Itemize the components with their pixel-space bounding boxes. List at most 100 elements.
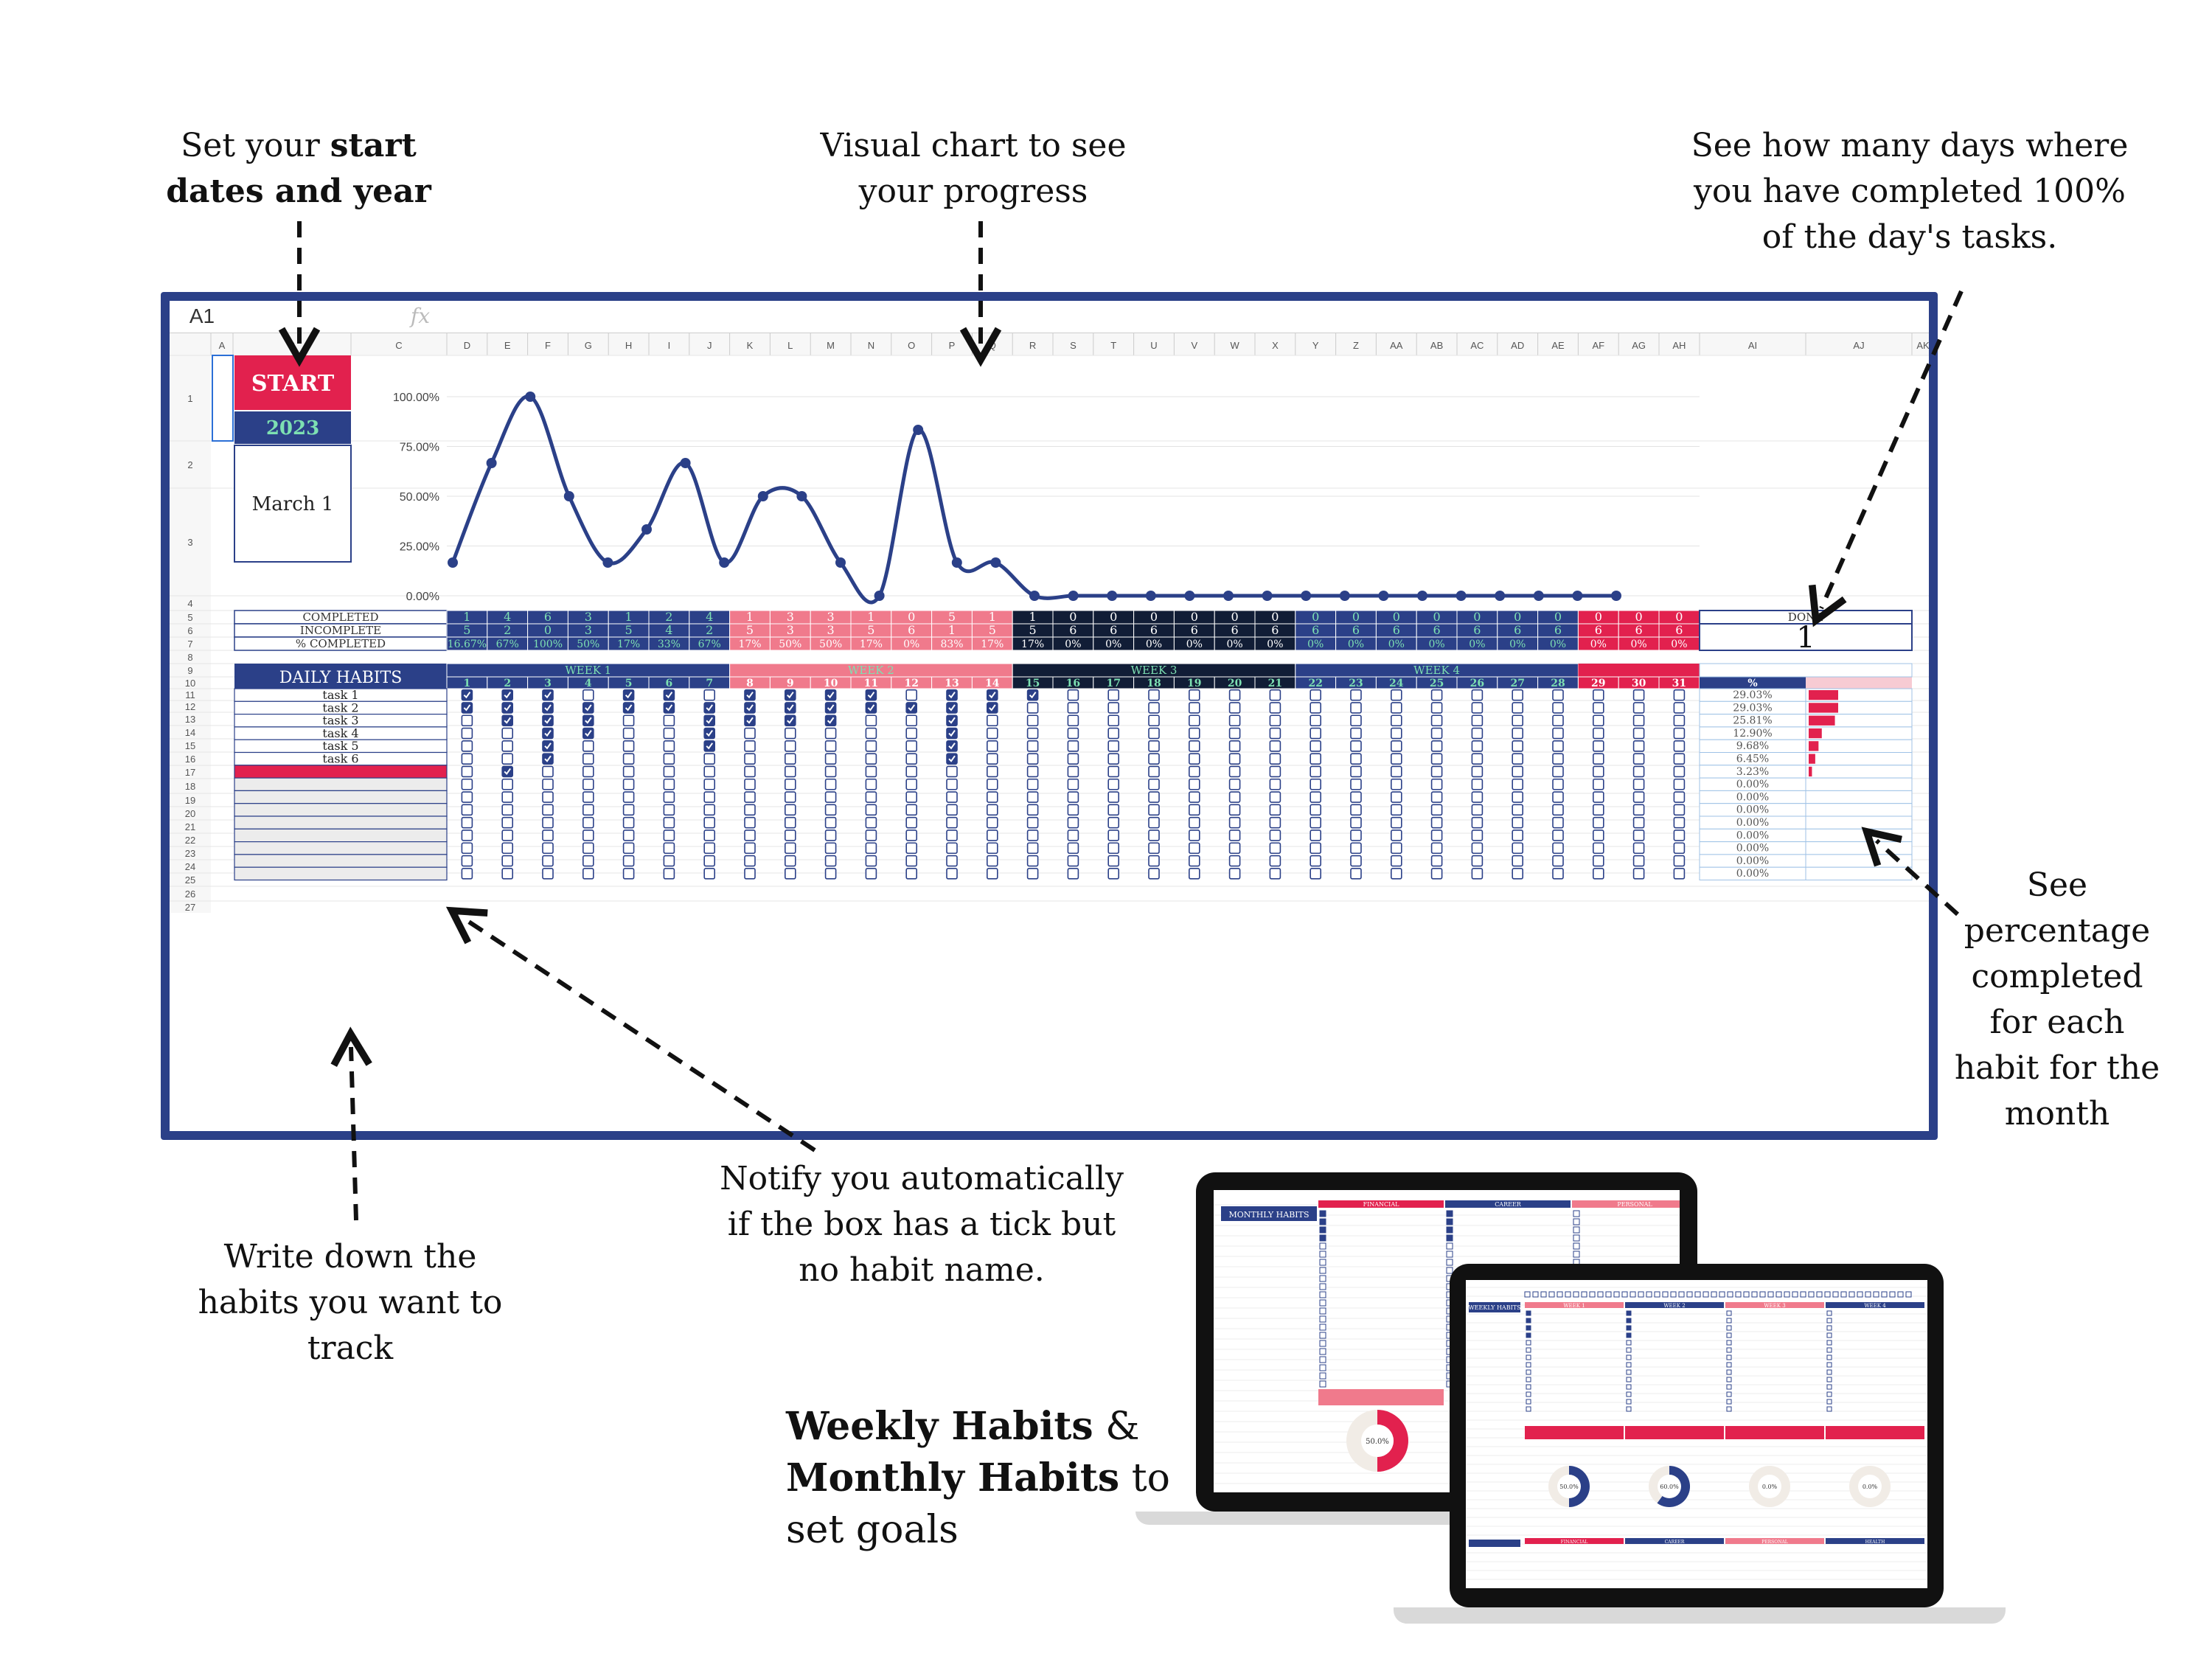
habit-checkbox[interactable] (1593, 753, 1604, 765)
habit-checkbox[interactable] (1350, 740, 1362, 752)
habit-checkbox[interactable] (1107, 753, 1119, 765)
habit-checkbox[interactable] (1228, 765, 1241, 778)
habit-checkbox[interactable] (1107, 855, 1119, 867)
habit-checkbox[interactable] (1310, 816, 1321, 829)
habit-checkbox[interactable] (461, 816, 473, 829)
habit-checkbox[interactable] (1632, 830, 1645, 841)
habit-name-cell[interactable] (234, 828, 448, 843)
habit-checkbox[interactable] (622, 727, 635, 740)
habit-checkbox[interactable] (905, 804, 918, 816)
habit-checkbox[interactable] (1673, 740, 1686, 752)
habit-checkbox[interactable] (1471, 868, 1484, 880)
habit-checkbox[interactable] (1593, 702, 1604, 714)
habit-checkbox[interactable] (1673, 727, 1686, 740)
habit-checkbox[interactable] (542, 855, 554, 867)
habit-checkbox[interactable] (1107, 714, 1119, 727)
habit-checkbox[interactable] (663, 804, 675, 816)
habit-checkbox[interactable] (1593, 842, 1604, 855)
habit-checkbox[interactable] (501, 778, 514, 790)
habit-checkbox[interactable] (865, 778, 877, 790)
habit-checkbox[interactable] (1512, 830, 1523, 841)
habit-checkbox[interactable] (1391, 816, 1402, 829)
habit-checkbox[interactable] (1067, 714, 1079, 727)
habit-checkbox[interactable] (824, 855, 837, 867)
habit-checkbox[interactable] (622, 804, 635, 816)
habit-checkbox[interactable] (1552, 740, 1564, 752)
habit-checkbox[interactable] (1512, 689, 1523, 701)
habit-checkbox[interactable] (1471, 842, 1484, 855)
habit-checkbox[interactable] (1269, 740, 1281, 752)
habit-checkbox[interactable] (865, 816, 877, 829)
habit-checkbox[interactable] (1148, 842, 1160, 855)
habit-checkbox[interactable] (461, 765, 473, 778)
habit-checkbox[interactable] (987, 791, 998, 803)
habit-checkbox[interactable] (987, 868, 998, 880)
habit-checkbox[interactable] (1552, 816, 1564, 829)
habit-checkbox[interactable] (905, 778, 918, 790)
habit-checkbox[interactable] (1189, 714, 1200, 727)
habit-checkbox[interactable] (1067, 765, 1079, 778)
habit-checkbox[interactable] (784, 816, 796, 829)
habit-checkbox[interactable] (1471, 855, 1484, 867)
habit-checkbox[interactable] (1391, 753, 1402, 765)
habit-checkbox[interactable] (501, 855, 514, 867)
habit-checkbox[interactable] (703, 753, 716, 765)
habit-checkbox[interactable] (824, 791, 837, 803)
habit-checkbox[interactable] (1350, 855, 1362, 867)
habit-checkbox[interactable] (1189, 765, 1200, 778)
habit-checkbox[interactable] (622, 765, 635, 778)
habit-checkbox[interactable] (1552, 804, 1564, 816)
habit-checkbox[interactable] (946, 791, 958, 803)
habit-checkbox[interactable] (1391, 855, 1402, 867)
habit-checkbox[interactable] (1189, 778, 1200, 790)
habit-checkbox[interactable] (461, 868, 473, 880)
habit-checkbox[interactable] (1512, 842, 1523, 855)
habit-checkbox[interactable] (1026, 855, 1039, 867)
habit-checkbox[interactable] (1228, 727, 1241, 740)
habit-checkbox[interactable] (663, 740, 675, 752)
habit-checkbox[interactable] (1310, 842, 1321, 855)
habit-checkbox[interactable] (1148, 727, 1160, 740)
habit-checkbox[interactable] (1430, 855, 1443, 867)
habit-checkbox[interactable] (461, 855, 473, 867)
habit-checkbox[interactable] (1067, 702, 1079, 714)
habit-checkbox[interactable] (1673, 804, 1686, 816)
habit-checkbox[interactable] (582, 855, 594, 867)
habit-checkbox[interactable] (461, 778, 473, 790)
habit-checkbox[interactable] (744, 816, 756, 829)
habit-checkbox[interactable] (824, 765, 837, 778)
habit-checkbox[interactable] (865, 855, 877, 867)
habit-checkbox[interactable] (1148, 816, 1160, 829)
habit-checkbox[interactable] (1430, 804, 1443, 816)
habit-checkbox[interactable] (663, 714, 675, 727)
habit-checkbox[interactable] (905, 868, 918, 880)
habit-checkbox[interactable] (1228, 702, 1241, 714)
habit-checkbox[interactable] (865, 765, 877, 778)
habit-checkbox[interactable] (905, 842, 918, 855)
habit-checkbox[interactable] (501, 753, 514, 765)
habit-checkbox[interactable] (784, 778, 796, 790)
habit-checkbox[interactable] (1107, 727, 1119, 740)
habit-checkbox[interactable] (744, 765, 756, 778)
habit-checkbox[interactable] (1632, 740, 1645, 752)
habit-checkbox[interactable] (1148, 778, 1160, 790)
habit-checkbox[interactable] (946, 868, 958, 880)
habit-checkbox[interactable] (1228, 791, 1241, 803)
habit-checkbox[interactable] (1067, 804, 1079, 816)
habit-checkbox[interactable] (744, 778, 756, 790)
habit-checkbox[interactable] (1228, 689, 1241, 701)
habit-checkbox[interactable] (1430, 740, 1443, 752)
habit-checkbox[interactable] (1310, 702, 1321, 714)
habit-checkbox[interactable] (1269, 855, 1281, 867)
habit-checkbox[interactable] (1148, 791, 1160, 803)
habit-checkbox[interactable] (1430, 689, 1443, 701)
habit-checkbox[interactable] (1391, 727, 1402, 740)
habit-checkbox[interactable] (1391, 830, 1402, 841)
habit-checkbox[interactable] (1512, 778, 1523, 790)
habit-checkbox[interactable] (1310, 727, 1321, 740)
habit-checkbox[interactable] (1593, 804, 1604, 816)
habit-checkbox[interactable] (1430, 842, 1443, 855)
habit-checkbox[interactable] (461, 714, 473, 727)
habit-checkbox[interactable] (703, 816, 716, 829)
habit-checkbox[interactable] (1512, 753, 1523, 765)
